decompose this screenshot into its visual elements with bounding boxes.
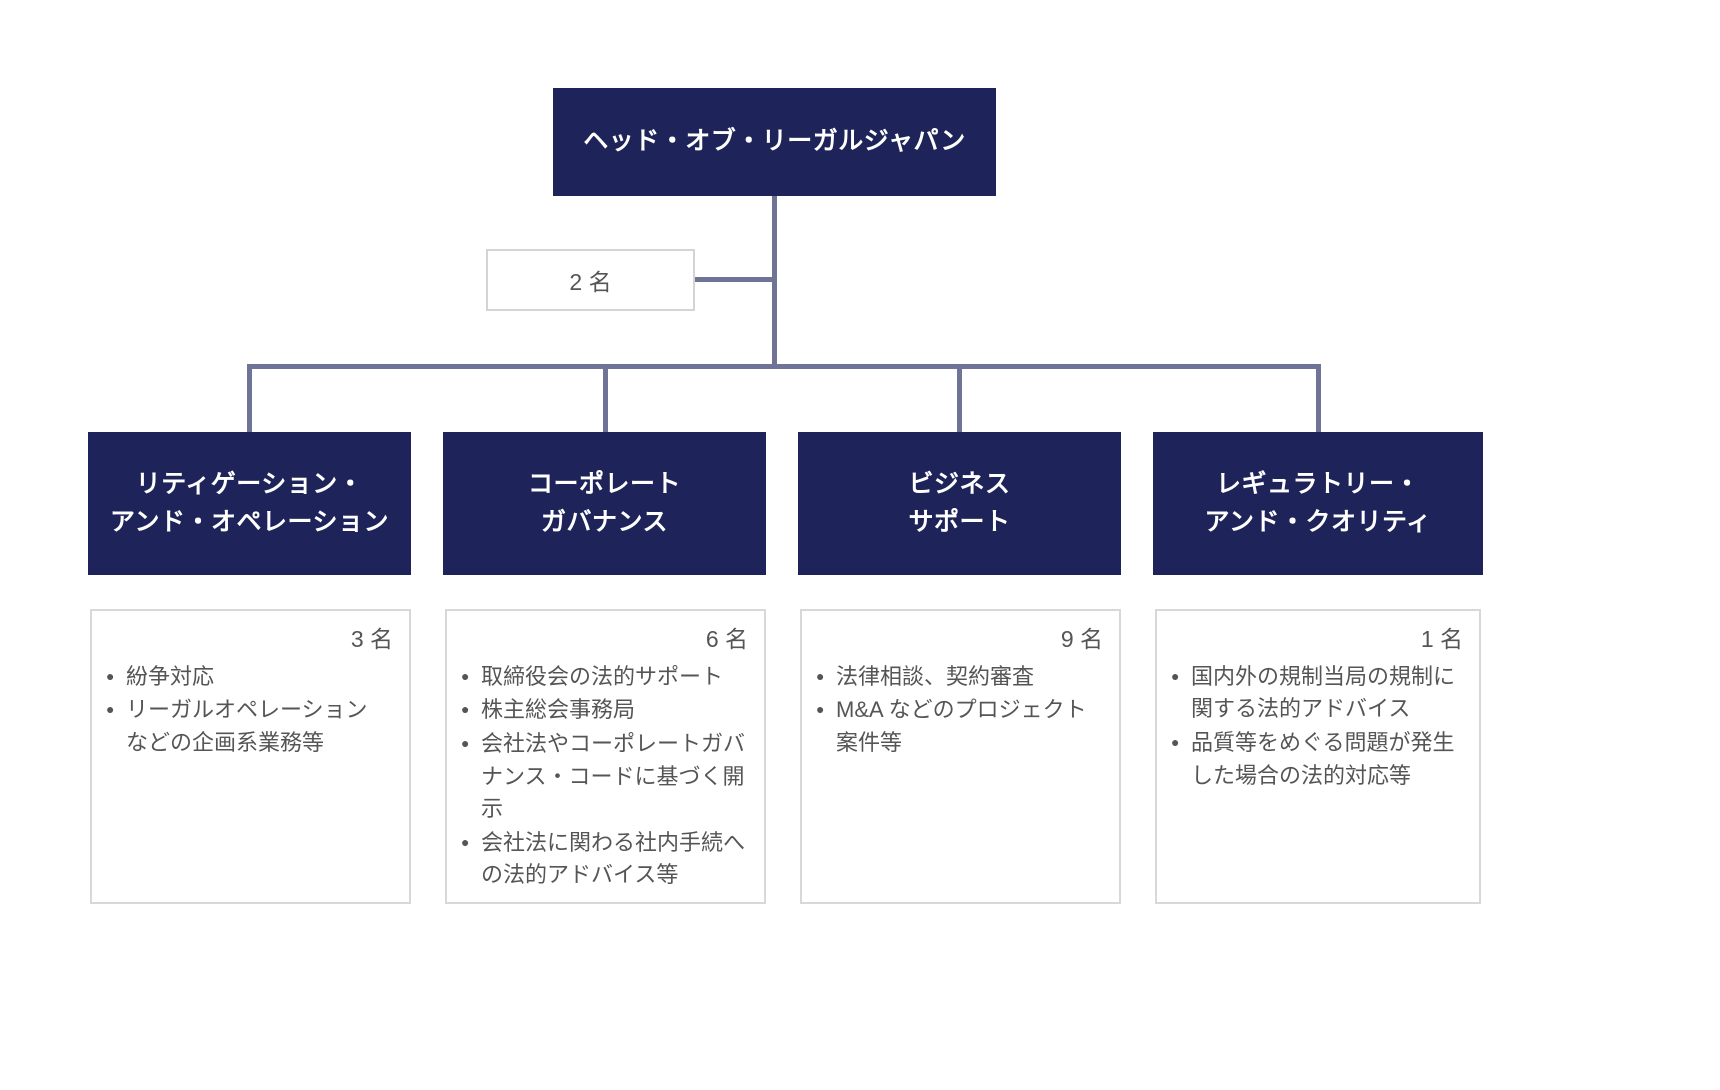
department-2-duty-list: 取締役会の法的サポート 株主総会事務局 会社法やコーポレートガバナンス・コードに… [461, 661, 748, 892]
department-1-label: リティゲーション・ アンド・オペレーション [110, 466, 389, 541]
department-3-duty-list: 法律相談、契約審査 M&A などのプロジェクト案件等 [816, 661, 1103, 760]
list-item: 会社法に関わる社内手続への法的アドバイス等 [461, 827, 748, 892]
department-3-label-line-2: サポート [908, 507, 1011, 536]
connector-drop-dept-3 [957, 364, 962, 432]
list-item: 会社法やコーポレートガバナンス・コードに基づく開示 [461, 728, 748, 826]
org-node-head-label: ヘッド・オブ・リーガルジャパン [583, 127, 966, 156]
department-4-label-line-1: レギュラトリー・ [1215, 470, 1420, 498]
connector-drop-dept-1 [247, 364, 252, 432]
list-item: 取締役会の法的サポート [461, 661, 748, 694]
department-1-label-line-1: リティゲーション・ [135, 470, 364, 498]
department-4-count: 1 名 [1420, 626, 1463, 652]
staff-count-label: 2 名 [569, 269, 612, 295]
connector-horizontal-bus [247, 364, 1321, 369]
list-item: リーガルオペレーション などの企画系業務等 [106, 694, 393, 759]
list-item: 株主総会事務局 [461, 694, 748, 727]
department-2-detail-box: 6 名 取締役会の法的サポート 株主総会事務局 会社法やコーポレートガバナンス・… [445, 609, 766, 904]
department-1-duty-list: 紛争対応 リーガルオペレーション などの企画系業務等 [106, 661, 393, 760]
department-1-label-line-2: アンド・オペレーション [109, 507, 389, 536]
department-4-label: レギュラトリー・ アンド・クオリティ [1204, 466, 1431, 541]
org-node-head-of-legal-japan[interactable]: ヘッド・オブ・リーガルジャパン [553, 88, 996, 196]
department-2-label-line-2: ガバナンス [540, 507, 668, 536]
department-4-label-line-2: アンド・クオリティ [1204, 507, 1432, 536]
org-node-department-3[interactable]: ビジネス サポート [798, 432, 1121, 575]
department-1-count: 3 名 [350, 626, 393, 652]
department-4-detail-box: 1 名 国内外の規制当局の規制に関する法的アドバイス 品質等をめぐる問題が発生し… [1155, 609, 1481, 904]
connector-staff-horizontal [695, 277, 777, 282]
list-item: M&A などのプロジェクト案件等 [816, 694, 1103, 759]
org-node-department-4[interactable]: レギュラトリー・ アンド・クオリティ [1153, 432, 1483, 575]
department-2-count: 6 名 [705, 626, 748, 652]
connector-drop-dept-4 [1316, 364, 1321, 432]
department-3-detail-box: 9 名 法律相談、契約審査 M&A などのプロジェクト案件等 [800, 609, 1121, 904]
list-item: 品質等をめぐる問題が発生した場合の法的対応等 [1171, 727, 1463, 792]
department-4-duty-list: 国内外の規制当局の規制に関する法的アドバイス 品質等をめぐる問題が発生した場合の… [1171, 661, 1463, 792]
department-1-detail-box: 3 名 紛争対応 リーガルオペレーション などの企画系業務等 [90, 609, 411, 904]
department-2-label: コーポレート ガバナンス [528, 466, 681, 541]
department-3-count: 9 名 [1060, 626, 1103, 652]
list-item: 法律相談、契約審査 [816, 661, 1103, 694]
list-item: 紛争対応 [106, 661, 393, 694]
org-node-department-1[interactable]: リティゲーション・ アンド・オペレーション [88, 432, 411, 575]
department-2-label-line-1: コーポレート [527, 470, 681, 498]
org-node-staff-count[interactable]: 2 名 [486, 249, 695, 311]
org-node-department-2[interactable]: コーポレート ガバナンス [443, 432, 766, 575]
connector-drop-dept-2 [603, 364, 608, 432]
list-item: 国内外の規制当局の規制に関する法的アドバイス [1171, 661, 1463, 726]
department-3-label: ビジネス サポート [908, 466, 1010, 541]
department-3-label-line-1: ビジネス [908, 470, 1011, 498]
